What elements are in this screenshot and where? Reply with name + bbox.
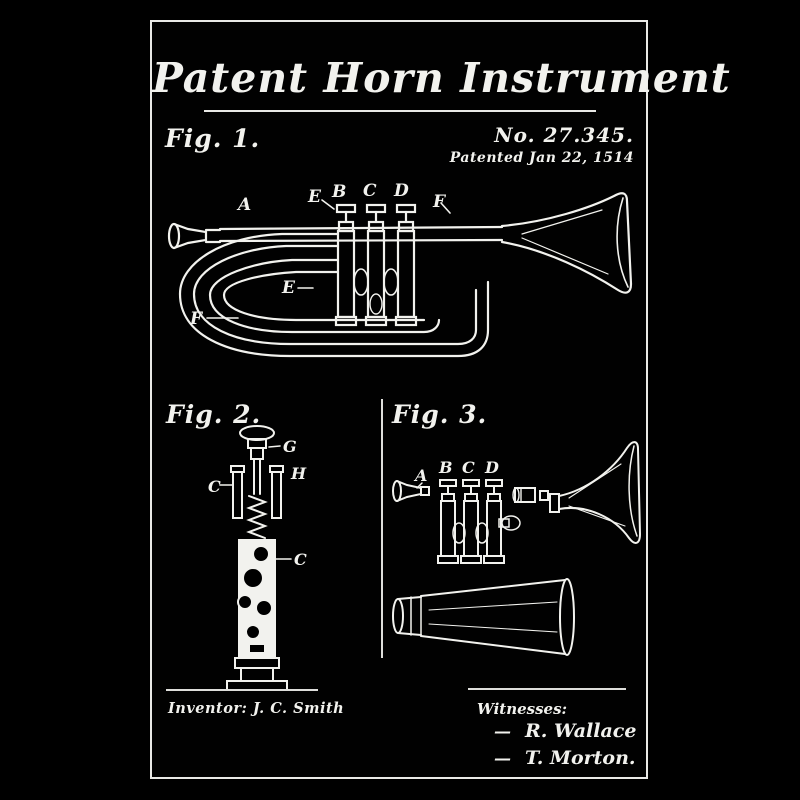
witness-rule xyxy=(468,688,626,690)
fig1-label-e-mid: E xyxy=(281,278,296,298)
inventor-rule xyxy=(166,689,318,691)
fig2-base xyxy=(226,657,288,691)
fig3-caption: Fig. 3. xyxy=(392,400,488,429)
witness-item-1: — R. Wallace xyxy=(494,720,636,742)
fig3-drawing-parts: A B C D xyxy=(392,441,642,656)
fig1-leadpipe xyxy=(218,225,504,243)
fig3-pointer-a xyxy=(416,482,423,489)
witness-item-2: — T. Morton. xyxy=(494,747,636,769)
fig2-caption: Fig. 2. xyxy=(166,400,262,429)
fig3-bell xyxy=(549,441,642,544)
fig3-shank-tube xyxy=(392,578,575,656)
fig2-label-g: G xyxy=(283,437,297,456)
fig1-caption: Fig. 1. xyxy=(165,124,261,153)
fig1-label-e-top: E xyxy=(307,187,322,207)
witness-dash-1: — xyxy=(494,722,511,742)
fig2-label-c-left: C xyxy=(208,477,221,496)
fig1-valves xyxy=(334,203,418,327)
title-underline xyxy=(204,110,596,112)
witness-name-1: R. Wallace xyxy=(525,720,637,742)
fig3-label-b: B xyxy=(438,458,453,477)
fig2-label-h: H xyxy=(290,464,307,483)
poster-title: Patent Horn Instrument xyxy=(152,54,731,102)
poster-frame: Patent Horn Instrument Fig. 1. No. 27.34… xyxy=(150,20,731,779)
fig2-side-posts xyxy=(230,465,284,519)
fig3-mouthpiece xyxy=(392,480,430,502)
witness-dash-2: — xyxy=(494,749,511,769)
fig3-label-c: C xyxy=(462,458,475,477)
fig1-label-f-mid: F xyxy=(189,309,204,329)
fig3-label-d: D xyxy=(484,458,499,477)
fig2-spring xyxy=(246,495,268,539)
fig1-label-c: C xyxy=(363,181,377,201)
fig1-label-b: B xyxy=(331,182,346,202)
fig2-drawing-valve-piston: G H C C xyxy=(208,425,307,691)
patent-number: No. 27.345. xyxy=(494,123,634,147)
witness-name-2: T. Morton. xyxy=(525,747,636,769)
inventor-signature: Inventor: J. C. Smith xyxy=(168,700,345,717)
patent-info: No. 27.345. Patented Jan 22, 1514 xyxy=(450,123,634,166)
fig2-pointer-g xyxy=(268,445,281,448)
witnesses-heading: Witnesses: xyxy=(477,700,568,718)
fig1-label-a: A xyxy=(236,195,251,215)
fig1-pointer-e-top xyxy=(321,199,335,210)
fig3-small-fittings xyxy=(498,487,549,531)
fig3-valves xyxy=(437,479,505,564)
patent-date: Patented Jan 22, 1514 xyxy=(449,150,634,166)
fig2-piston-cylinder xyxy=(237,539,276,659)
fig2-label-c-mid: C xyxy=(294,550,307,569)
fig1-drawing-cornet: A E B C D F E F xyxy=(167,181,633,358)
fig1-tubing-loops xyxy=(178,232,490,358)
fig1-mouthpiece xyxy=(167,222,222,250)
fig3-label-a: A xyxy=(413,466,427,485)
fig1-bell xyxy=(500,192,633,294)
fig2-valve-cap xyxy=(239,425,275,460)
fig1-label-d: D xyxy=(393,181,409,201)
fig1-pointer-f-top xyxy=(440,202,451,214)
panel-divider xyxy=(381,399,383,658)
fig1-label-f-top: F xyxy=(432,192,447,212)
